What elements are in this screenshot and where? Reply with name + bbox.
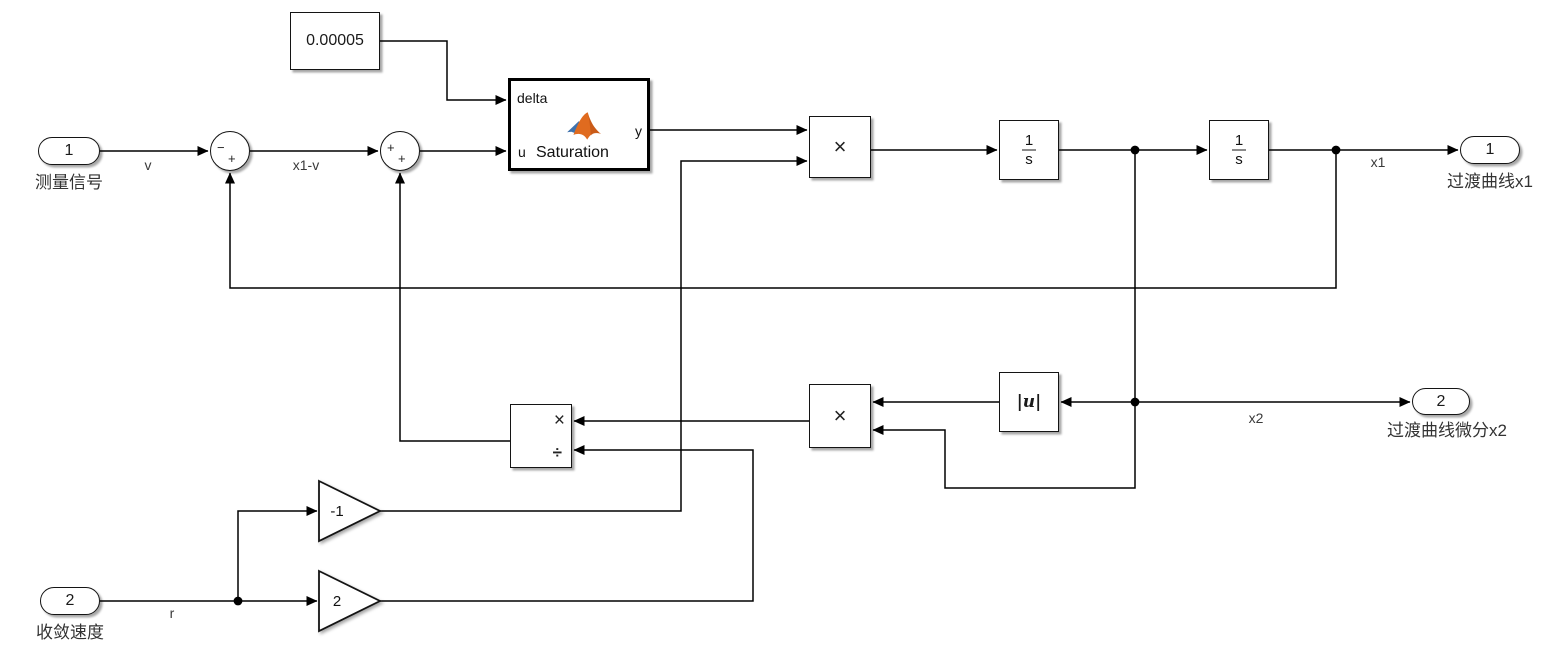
outport-2-number: 2 xyxy=(1436,392,1446,410)
product-top-block[interactable]: × xyxy=(809,116,871,178)
gain-pos-block-shape[interactable] xyxy=(318,569,383,633)
signal-label-v: v xyxy=(144,157,152,173)
outport-1[interactable]: 1 xyxy=(1460,136,1520,164)
wire-constant-to-saturation-delta[interactable] xyxy=(380,40,507,105)
saturation-matlab-function-block[interactable]: delta u y Saturation xyxy=(508,78,650,171)
inport-1-number: 1 xyxy=(64,142,74,159)
inport-1-label: 测量信号 xyxy=(35,173,103,192)
saturation-block-label: Saturation xyxy=(536,144,609,161)
junction-after-integrator2 xyxy=(1331,145,1341,155)
wire-divide-to-sum2[interactable] xyxy=(395,172,510,442)
integrator1-fraction: 1 s xyxy=(1021,133,1037,168)
wire-x2-branch-to-product-mid[interactable] xyxy=(872,402,1136,489)
signal-label-x2: x2 xyxy=(1248,410,1264,426)
wire-gain-neg-to-product-top[interactable] xyxy=(380,156,808,512)
saturation-port-y: y xyxy=(635,123,642,139)
inport-1[interactable]: 1 xyxy=(38,137,100,165)
junction-x2 xyxy=(1130,397,1140,407)
outport-1-label: 过渡曲线x1 xyxy=(1447,172,1533,191)
sum1-sign-bottom: + xyxy=(228,151,236,166)
integrator1-block[interactable]: 1 s xyxy=(999,120,1059,180)
inport-2-label: 收敛速度 xyxy=(36,623,104,642)
junction-after-integrator1 xyxy=(1130,145,1140,155)
abs-block[interactable]: |u| xyxy=(999,372,1059,432)
outport-2[interactable]: 2 xyxy=(1412,388,1470,415)
outport-2-label: 过渡曲线微分x2 xyxy=(1387,421,1507,440)
matlab-logo-icon xyxy=(567,112,601,140)
saturation-port-delta: delta xyxy=(517,90,548,106)
signal-label-x1: x1 xyxy=(1370,154,1386,170)
divide-multiply-symbol: × xyxy=(553,410,565,431)
integrator2-block[interactable]: 1 s xyxy=(1209,120,1269,180)
divide-block[interactable]: × ÷ xyxy=(510,404,572,468)
integrator1-numerator: 1 xyxy=(1021,133,1037,151)
divide-divide-symbol: ÷ xyxy=(552,443,562,462)
gain-neg-value: -1 xyxy=(330,503,344,520)
integrator2-numerator: 1 xyxy=(1231,133,1247,151)
inport-2[interactable]: 2 xyxy=(40,587,100,615)
sum1-block[interactable]: − + xyxy=(210,131,250,171)
product-mid-symbol: × xyxy=(833,403,847,428)
wire-gain-pos-to-divide[interactable] xyxy=(380,445,754,602)
abs-block-label: |u| xyxy=(1016,392,1042,412)
integrator2-fraction: 1 s xyxy=(1231,133,1247,168)
gain-pos-value: 2 xyxy=(332,593,342,610)
integrator1-denominator: s xyxy=(1025,151,1033,168)
sum1-sign-left: − xyxy=(217,140,225,155)
sum2-sign-bottom: + xyxy=(398,151,406,166)
gain-neg-block-shape[interactable] xyxy=(318,479,383,543)
integrator2-denominator: s xyxy=(1235,151,1243,168)
junction-r-branch xyxy=(233,596,243,606)
saturation-port-u: u xyxy=(518,144,526,160)
signal-label-r: r xyxy=(169,605,175,621)
wire-x1-feedback-to-sum1[interactable] xyxy=(225,150,1337,289)
signal-label-x1-minus-v: x1-v xyxy=(292,157,320,173)
product-top-symbol: × xyxy=(833,134,847,159)
outport-1-number: 1 xyxy=(1485,141,1495,158)
sum2-sign-left: + xyxy=(387,140,395,155)
wire-in2-to-gain-neg[interactable] xyxy=(237,506,318,601)
product-mid-block[interactable]: × xyxy=(809,384,871,448)
constant-block[interactable]: 0.00005 xyxy=(290,12,380,70)
inport-2-number: 2 xyxy=(65,592,75,609)
constant-value: 0.00005 xyxy=(306,32,364,49)
sum2-block[interactable]: + + xyxy=(380,131,420,171)
